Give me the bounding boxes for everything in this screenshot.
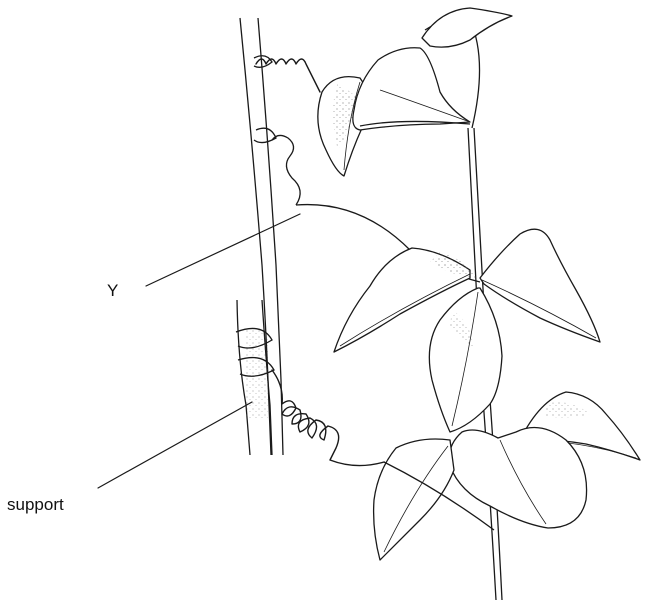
tendril-label: Y <box>107 282 118 299</box>
leaf-top <box>422 8 512 47</box>
support-stick <box>237 18 283 455</box>
support-leader-line <box>98 402 252 488</box>
lower-tendril <box>272 370 384 466</box>
support-label: support <box>7 496 64 513</box>
leaf-middle-right <box>480 229 600 342</box>
support-coils <box>236 56 276 377</box>
leaf-upper-large <box>353 48 470 130</box>
upper-tendril <box>256 59 320 92</box>
leader-lines <box>98 214 300 488</box>
